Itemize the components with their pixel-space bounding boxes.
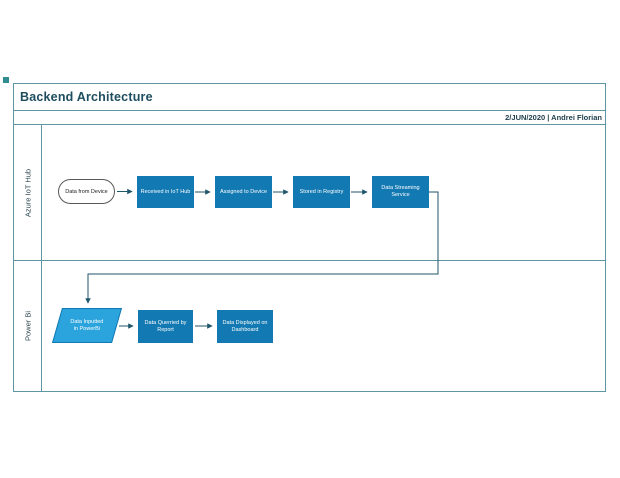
node-stored-in-registry: Stored in Registry (293, 176, 350, 208)
node-assigned-to-device-label: Assigned to Device (219, 188, 268, 195)
node-data-querried-by-report-label: Data Querried by Report (144, 319, 187, 333)
lane-power-bi-content (42, 261, 605, 391)
flowchart-frame: Backend Architecture 2/JUN/2020 | Andrei… (13, 83, 606, 392)
lane-power-bi: Power Bi (14, 261, 605, 391)
node-data-from-device-label: Data from Device (65, 188, 108, 195)
title-bar: Backend Architecture (14, 84, 605, 111)
node-data-inputted-in-powerbi: Data Inputted in PowerBi (51, 308, 123, 343)
lane-power-bi-label-col: Power Bi (14, 261, 42, 391)
node-received-in-iot-hub: Received in IoT Hub (137, 176, 194, 208)
meta-bar: 2/JUN/2020 | Andrei Florian (14, 111, 605, 125)
node-data-inputted-in-powerbi-label: Data Inputted in PowerBi (70, 318, 104, 332)
node-data-displayed-on-dashboard: Data Displayed on Dashboard (217, 310, 273, 343)
node-assigned-to-device: Assigned to Device (215, 176, 272, 208)
date-author: 2/JUN/2020 | Andrei Florian (505, 113, 602, 122)
node-received-in-iot-hub-label: Received in IoT Hub (140, 188, 191, 195)
page-corner-mark (3, 77, 9, 83)
node-stored-in-registry-label: Stored in Registry (299, 188, 344, 195)
node-data-querried-by-report: Data Querried by Report (138, 310, 193, 343)
lane-azure-iot-hub-label: Azure IoT Hub (23, 168, 32, 217)
lane-azure-iot-hub-label-col: Azure IoT Hub (14, 125, 42, 260)
diagram-title: Backend Architecture (20, 90, 153, 104)
node-data-from-device: Data from Device (58, 179, 115, 204)
node-data-displayed-on-dashboard-label: Data Displayed on Dashboard (222, 319, 268, 333)
node-data-streaming-service-label: Data Streaming Service (381, 185, 420, 198)
lane-power-bi-label: Power Bi (23, 310, 32, 342)
node-data-streaming-service: Data Streaming Service (372, 176, 429, 208)
